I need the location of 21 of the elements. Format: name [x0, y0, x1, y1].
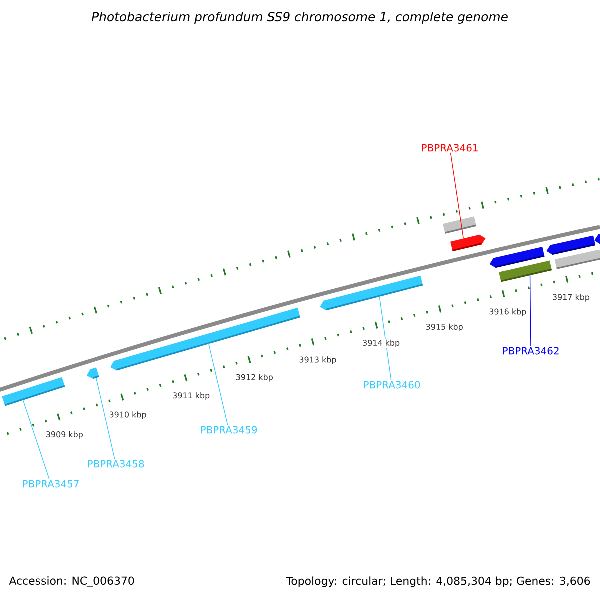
gene-block: [320, 276, 424, 311]
leader-line: [450, 152, 464, 240]
footer-text: Accession: NC_006370: [9, 576, 134, 588]
gene-label: PBPRA3458: [88, 460, 144, 468]
gene-label: PBPRA3460: [364, 381, 420, 389]
leader-line: [22, 400, 50, 480]
leader-line: [208, 342, 228, 426]
gene-block: [110, 308, 300, 371]
gene-block: [499, 260, 552, 282]
gene-label: PBPRA3462: [503, 347, 559, 355]
leader-line: [530, 275, 532, 346]
footer-text: Topology: circular; Length: 4,085,304 bp; Genes: 3,606: [286, 576, 590, 588]
leader-line: [96, 378, 116, 460]
leader-line: [379, 296, 392, 380]
gene-block: [86, 368, 100, 380]
gene-block: [2, 377, 66, 406]
gene-label: PBPRA3459: [201, 426, 258, 434]
gene-block: [450, 234, 486, 252]
title: Photobacterium profundum SS9 chromosome 1, complete genome: [92, 12, 508, 24]
gene-label: PBPRA3461: [422, 144, 478, 152]
gene-label: PBPRA3457: [23, 480, 79, 488]
